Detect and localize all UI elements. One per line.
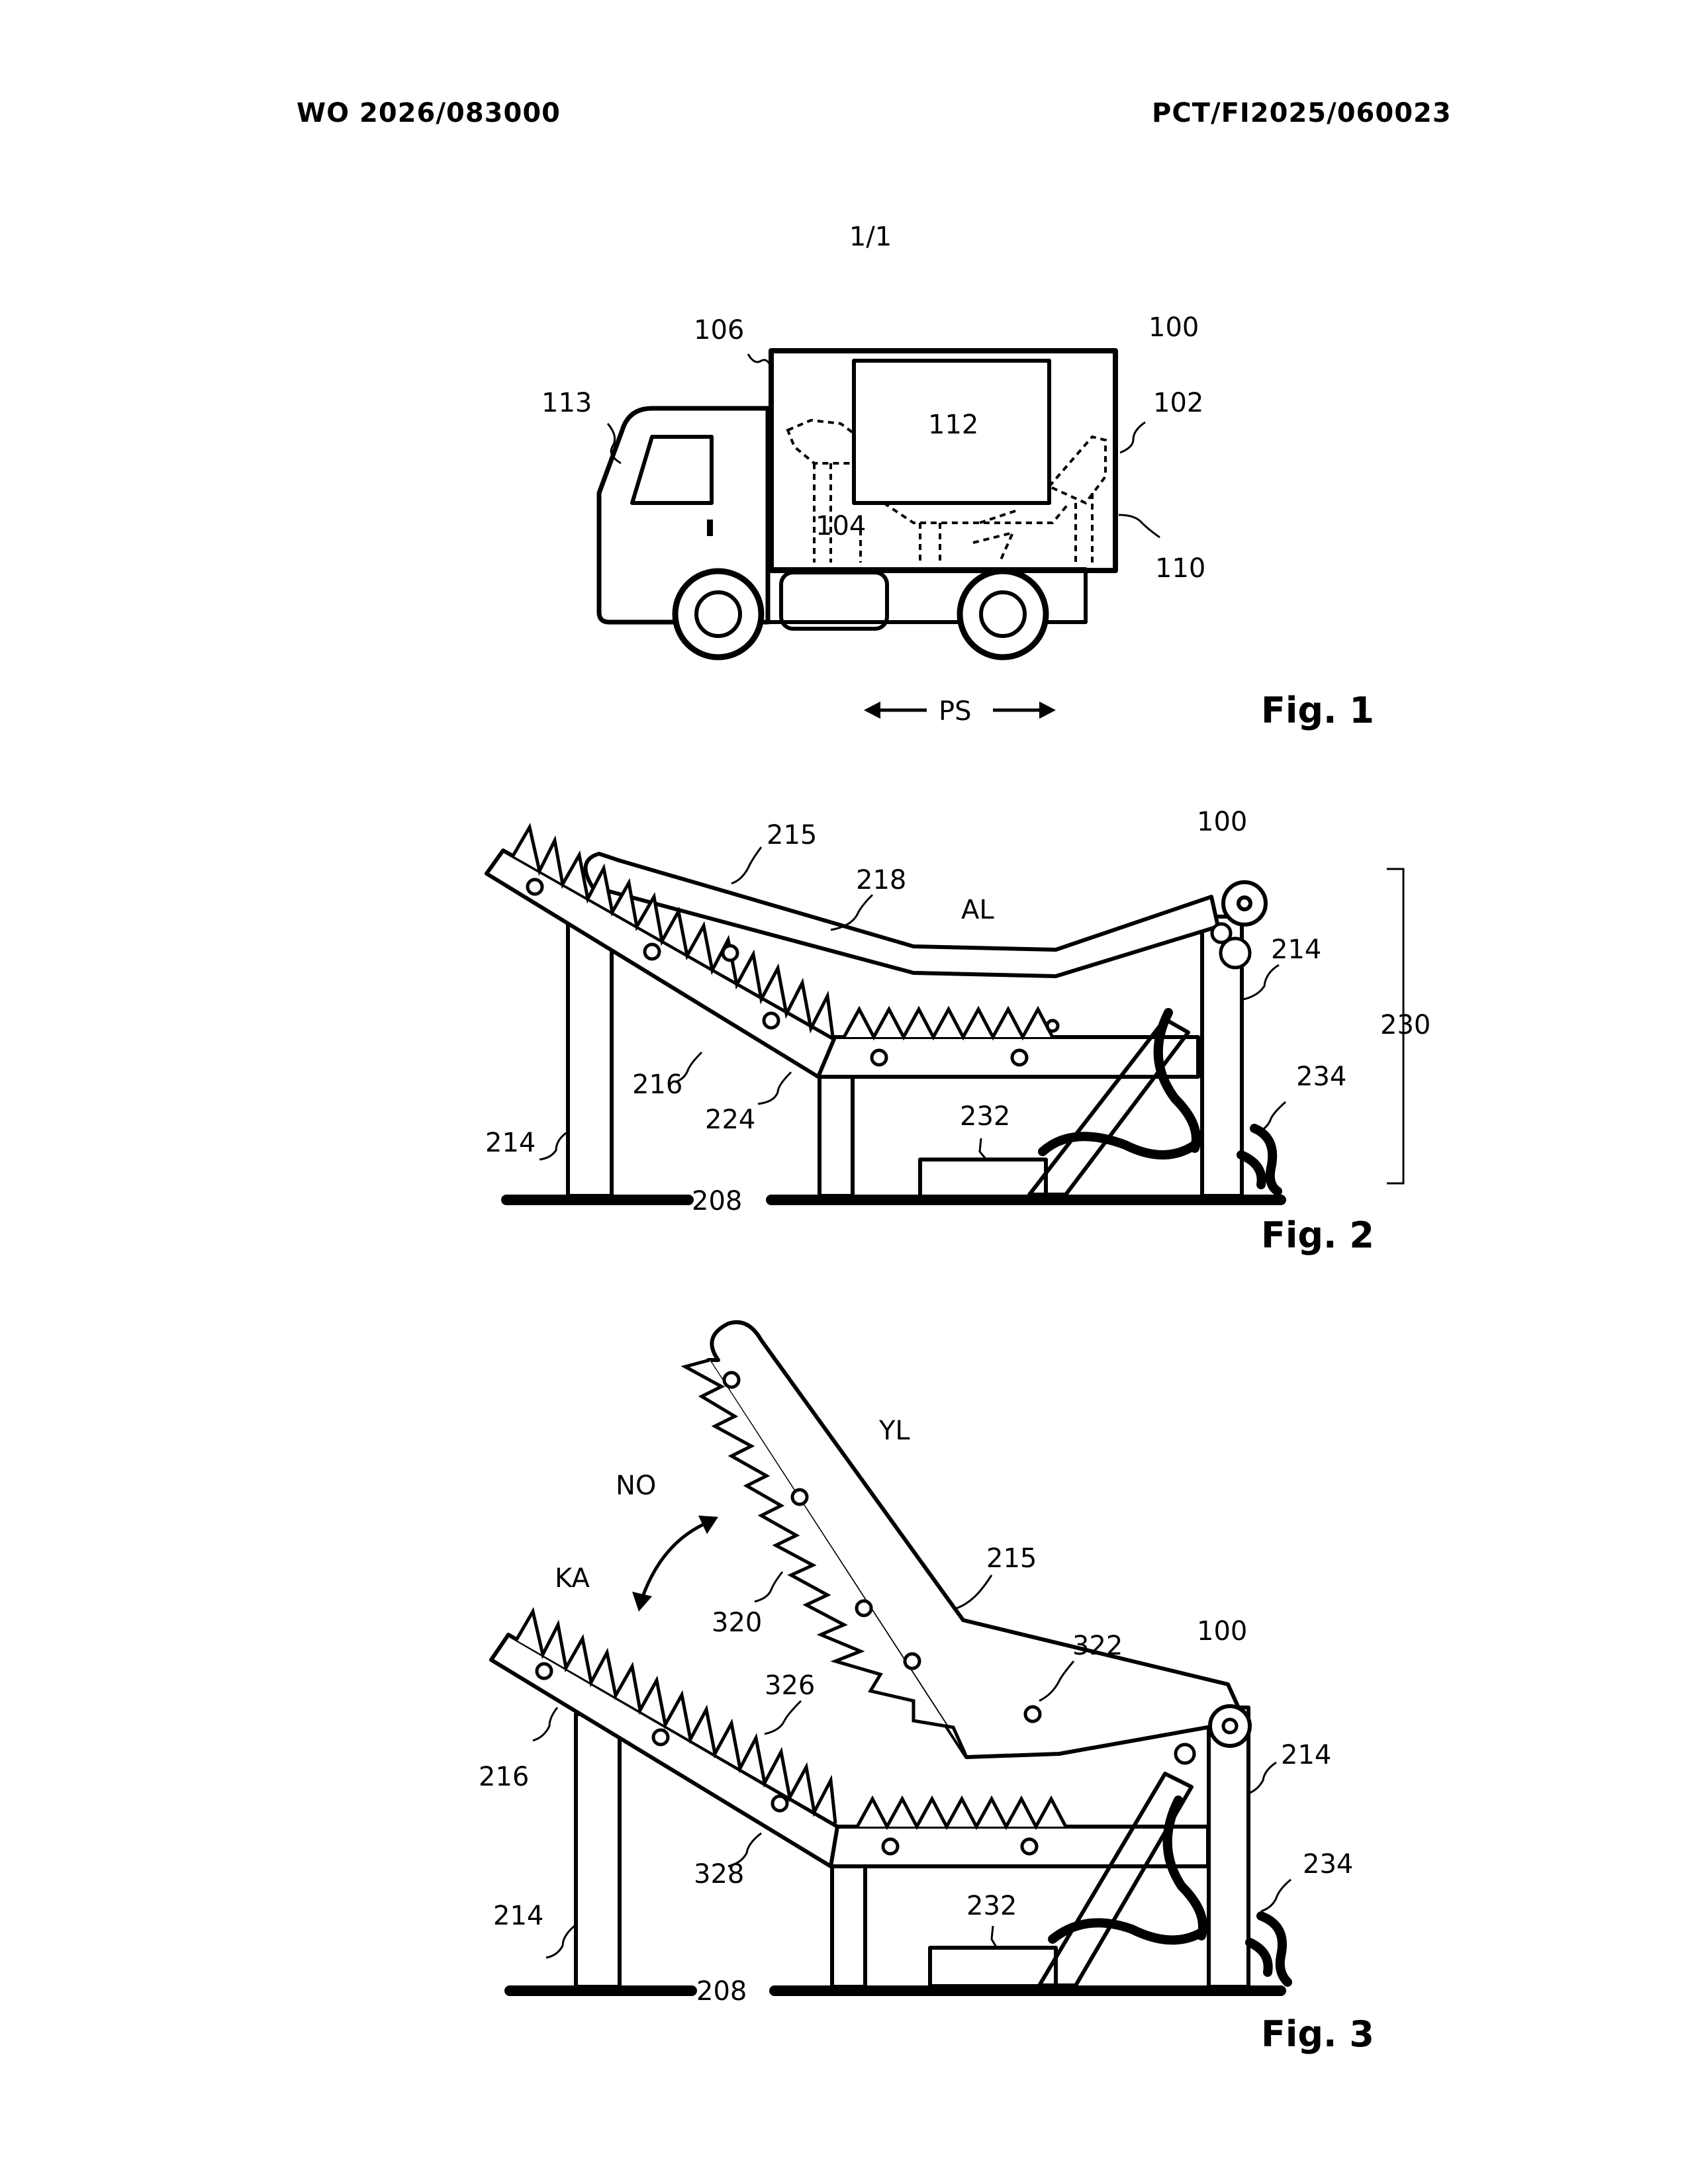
figure-3-caption: Fig. 3 — [1261, 2013, 1374, 2055]
label-234: 234 — [1303, 1849, 1353, 1880]
hydraulic-cylinder — [1039, 1774, 1192, 1985]
support-214-right — [1209, 1707, 1248, 1987]
label-232: 232 — [966, 1891, 1017, 1921]
label-215: 215 — [986, 1543, 1037, 1574]
label-320: 320 — [712, 1608, 762, 1638]
label-214-left: 214 — [493, 1901, 543, 1931]
label-yl: YL — [878, 1416, 910, 1446]
label-322: 322 — [1072, 1631, 1123, 1661]
jaw-teeth-frame — [857, 1799, 1066, 1827]
jaw-teeth-raised — [685, 1360, 965, 1754]
label-214-right: 214 — [1281, 1740, 1331, 1770]
label-208: 208 — [696, 1976, 747, 2007]
label-216: 216 — [479, 1762, 529, 1792]
support-214-left — [576, 1714, 620, 1987]
label-328: 328 — [694, 1859, 744, 1889]
motor-232 — [930, 1948, 1056, 1986]
label-no: NO — [616, 1471, 656, 1501]
frame-leg-left — [832, 1866, 865, 1987]
label-326: 326 — [765, 1670, 815, 1701]
rotation-arrow-no — [632, 1516, 718, 1612]
label-100: 100 — [1197, 1616, 1247, 1647]
label-ka: KA — [555, 1563, 590, 1594]
